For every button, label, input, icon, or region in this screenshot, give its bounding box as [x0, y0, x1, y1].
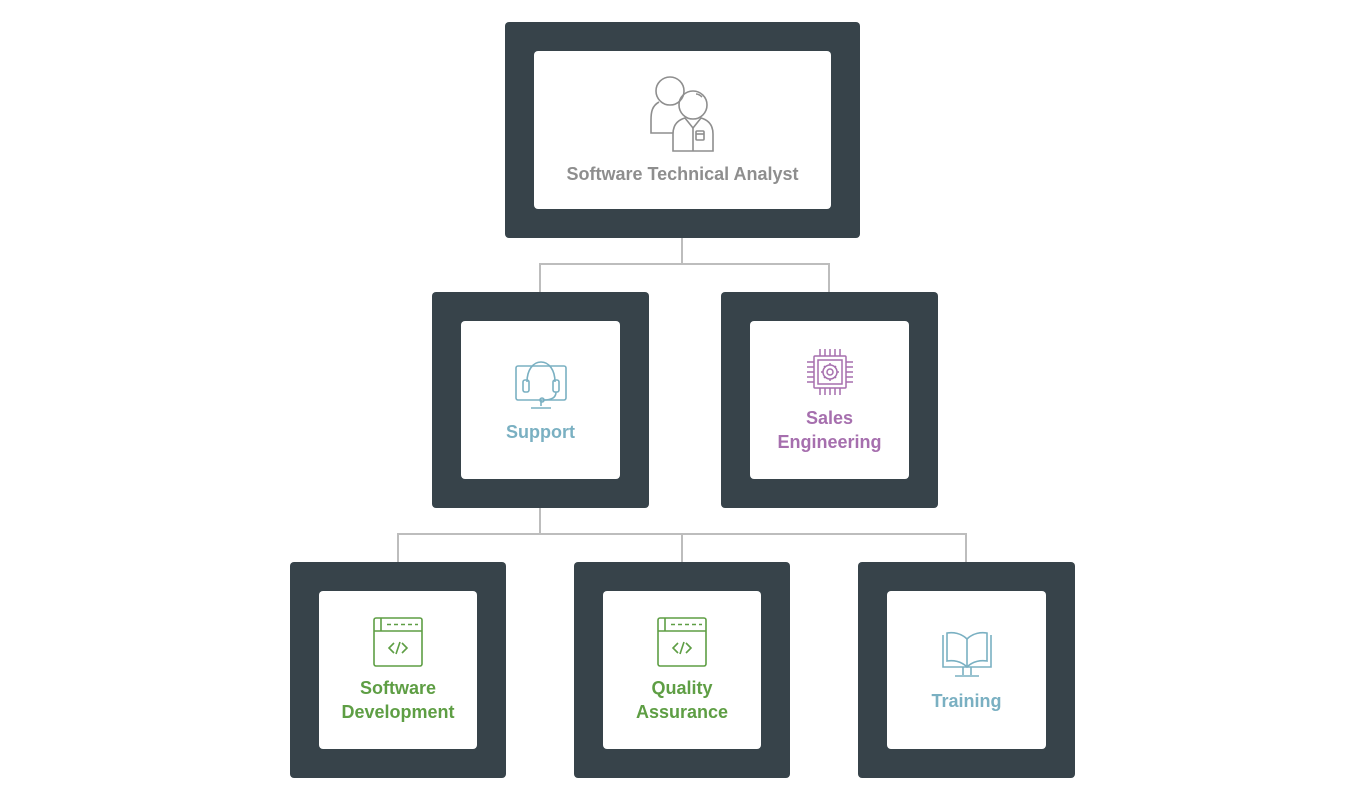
- connector-root-branch: [539, 263, 830, 310]
- node-sales-engineering: Sales Engineering: [721, 292, 938, 508]
- node-card: Software Development: [319, 591, 477, 749]
- node-software-development: Software Development: [290, 562, 506, 778]
- node-label: Sales Engineering: [777, 406, 881, 454]
- node-label: Software Development: [341, 676, 454, 724]
- node-label-line: Development: [341, 702, 455, 722]
- node-card: Training: [887, 591, 1046, 749]
- node-label-line: Engineering: [777, 432, 882, 452]
- headset-monitor-icon: [514, 361, 567, 409]
- node-label-line: Assurance: [635, 702, 729, 722]
- node-software-technical-analyst: Software Technical Analyst: [505, 22, 860, 238]
- node-card: Support: [461, 321, 620, 479]
- node-label-line: Quality: [651, 678, 713, 698]
- book-monitor-icon: [941, 631, 992, 677]
- node-card: Sales Engineering: [750, 321, 909, 479]
- node-support: Support: [432, 292, 649, 508]
- node-card: Quality Assurance: [603, 591, 761, 749]
- node-label-line: Training: [931, 691, 1002, 711]
- chip-gear-icon: [806, 349, 853, 395]
- node-label: Software Technical Analyst: [566, 162, 798, 186]
- node-label-line: Software: [359, 678, 437, 698]
- node-label: Training: [931, 689, 1001, 713]
- node-card: Software Technical Analyst: [534, 51, 831, 209]
- node-label-line: Support: [506, 422, 575, 442]
- node-label: Quality Assurance: [636, 676, 728, 724]
- node-label: Support: [506, 420, 575, 444]
- node-quality-assurance: Quality Assurance: [574, 562, 790, 778]
- two-users-icon: [649, 76, 714, 152]
- node-label-line: Sales: [805, 408, 854, 428]
- node-training: Training: [858, 562, 1075, 778]
- node-label-line: Software Technical Analyst: [566, 164, 799, 184]
- code-window-icon: [373, 617, 423, 667]
- code-window-icon: [657, 617, 707, 667]
